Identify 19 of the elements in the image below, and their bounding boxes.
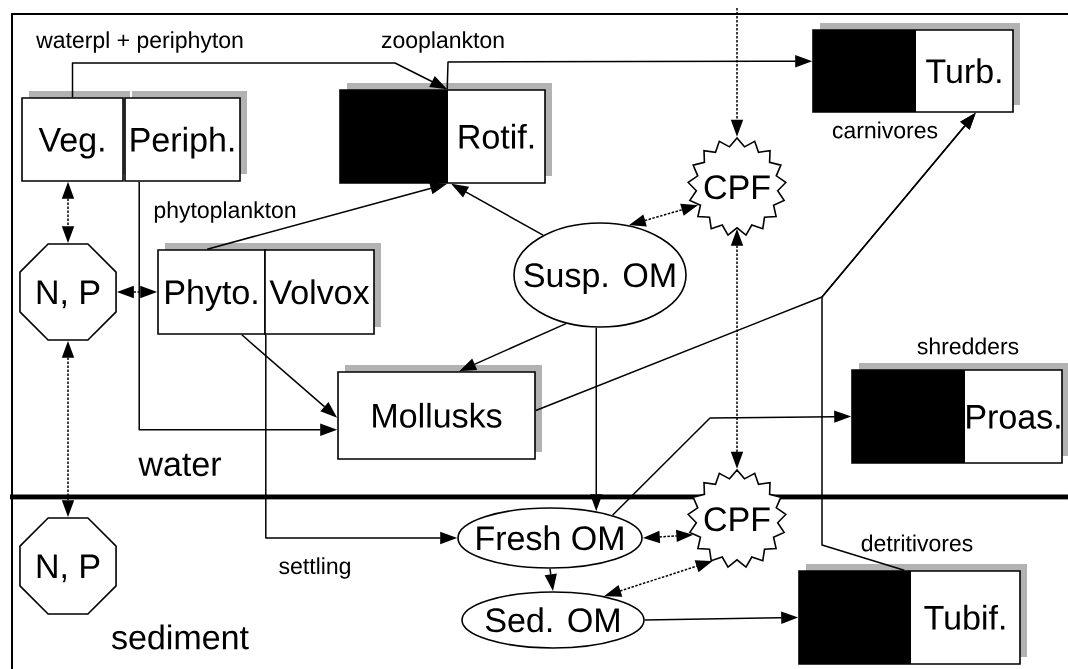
category-label: detritivores	[861, 534, 973, 552]
species-box: Tubif.	[798, 564, 1027, 665]
species-box: Mollusks	[337, 365, 542, 460]
species-box: Turb.	[812, 23, 1020, 113]
category-label: waterpl + periphyton	[36, 31, 243, 53]
category-label: zooplankton	[381, 31, 504, 53]
edge-label: settling	[277, 556, 353, 580]
category-label: carnivores	[832, 121, 938, 139]
zone-label: sediment	[111, 624, 249, 650]
species-box: Proas.	[851, 363, 1068, 464]
zone-label: water	[138, 453, 221, 477]
nutrient-octagon: N, P	[19, 517, 117, 615]
category-label: phytoplankton	[154, 201, 296, 223]
species-box: Volvox	[264, 243, 381, 335]
nutrient-octagon: N, P	[19, 243, 117, 341]
species-box: Veg.	[21, 91, 130, 182]
category-label: shredders	[917, 337, 1019, 355]
species-box: Rotif.	[339, 83, 552, 184]
species-box: Periph.	[124, 91, 247, 182]
